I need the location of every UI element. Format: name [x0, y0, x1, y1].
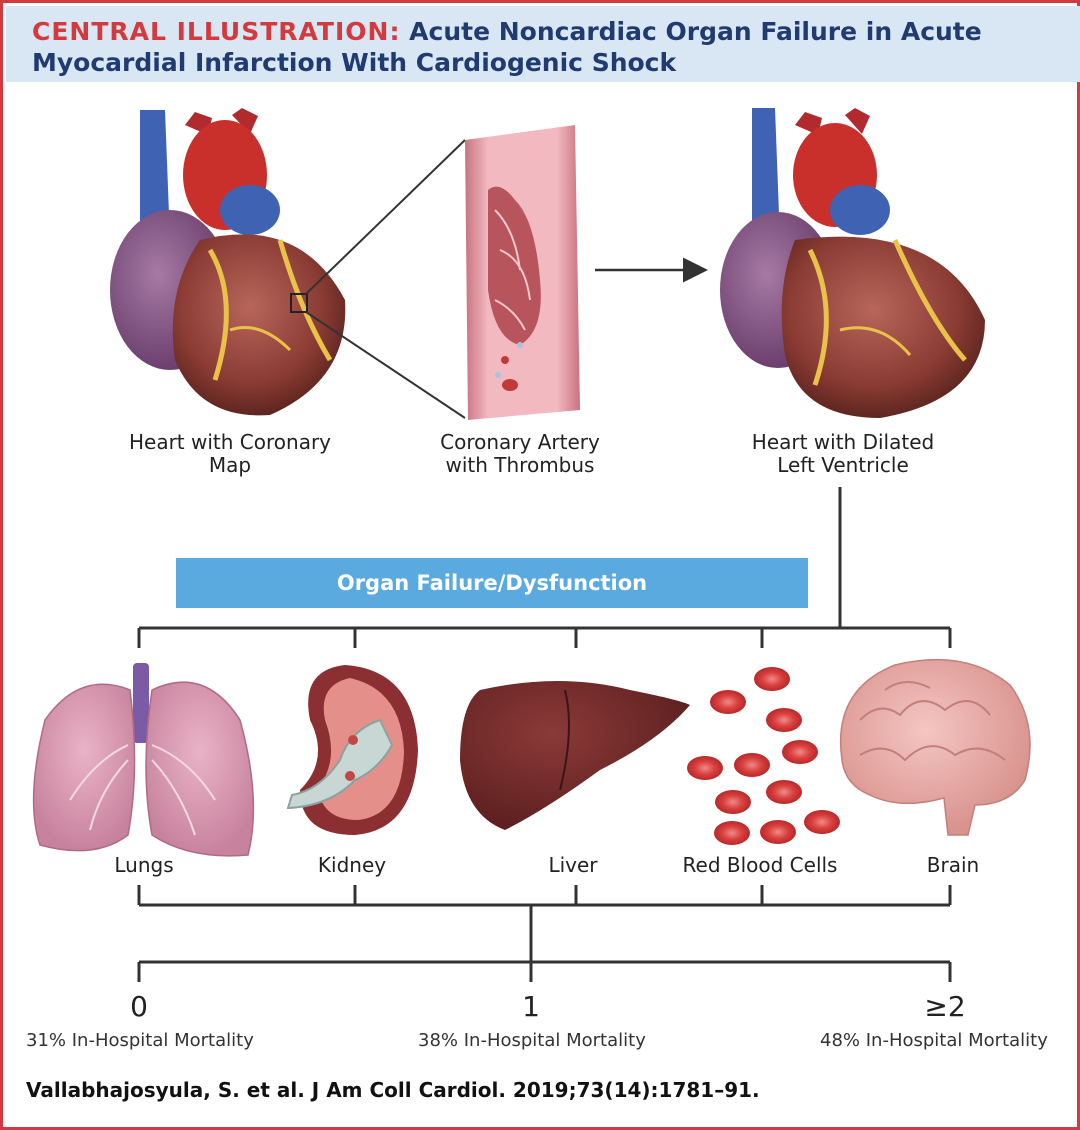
top-label-heart-dilated-line1: Heart with Dilated — [751, 430, 935, 454]
organ-label-liver: Liver — [548, 853, 598, 877]
mortality-2plus: 48% In-Hospital Mortality — [820, 1030, 1048, 1051]
title-line-1: CENTRAL ILLUSTRATION: Acute Noncardiac O… — [32, 17, 982, 46]
mortality-0: 31% In-Hospital Mortality — [26, 1030, 254, 1051]
scale-count-0: 0 — [130, 990, 148, 1023]
header-bar: CENTRAL ILLUSTRATION: Acute Noncardiac O… — [6, 6, 1080, 82]
citation: Vallabhajosyula, S. et al. J Am Coll Car… — [26, 1078, 760, 1102]
scale-count-2plus: ≥2 — [924, 990, 966, 1023]
red-blood-cells-icon — [687, 667, 840, 845]
top-label-coronary-artery-line1: Coronary Artery — [440, 430, 600, 454]
heart-dilated-ventricle-icon — [720, 108, 985, 418]
scale-count-1: 1 — [522, 990, 540, 1023]
heart-coronary-map-icon — [110, 108, 346, 416]
organ-label-lungs: Lungs — [114, 853, 174, 877]
title-prefix: CENTRAL ILLUSTRATION: — [32, 17, 401, 46]
title-text-1: Acute Noncardiac Organ Failure in Acute — [409, 17, 982, 46]
brain-icon — [839, 658, 1031, 836]
top-label-heart-dilated: Heart with Dilated Left Ventricle — [723, 431, 963, 477]
organ-label-brain: Brain — [926, 853, 980, 877]
top-label-heart-coronary-line1: Heart with Coronary — [128, 430, 332, 454]
kidney-icon — [286, 665, 418, 835]
lungs-icon — [32, 663, 255, 857]
title-line-2: Myocardial Infarction With Cardiogenic S… — [32, 48, 677, 77]
top-label-coronary-artery-line2: with Thrombus — [445, 453, 595, 477]
liver-icon — [460, 681, 690, 830]
connector-tree-top — [137, 487, 952, 648]
top-label-heart-coronary: Heart with Coronary Map — [110, 431, 350, 477]
organ-label-red-blood-cells: Red Blood Cells — [682, 853, 838, 877]
top-label-heart-coronary-line2: Map — [208, 453, 252, 477]
coronary-artery-thrombus-icon — [465, 125, 580, 420]
top-label-heart-dilated-line2: Left Ventricle — [777, 453, 909, 477]
connector-tree-bottom — [137, 885, 952, 982]
organ-label-kidney: Kidney — [317, 853, 387, 877]
zoom-line-bottom — [305, 311, 466, 419]
zoom-line-top — [305, 139, 466, 295]
top-label-coronary-artery: Coronary Artery with Thrombus — [400, 431, 640, 477]
mortality-1: 38% In-Hospital Mortality — [418, 1030, 646, 1051]
organ-failure-banner: Organ Failure/Dysfunction — [176, 558, 808, 608]
